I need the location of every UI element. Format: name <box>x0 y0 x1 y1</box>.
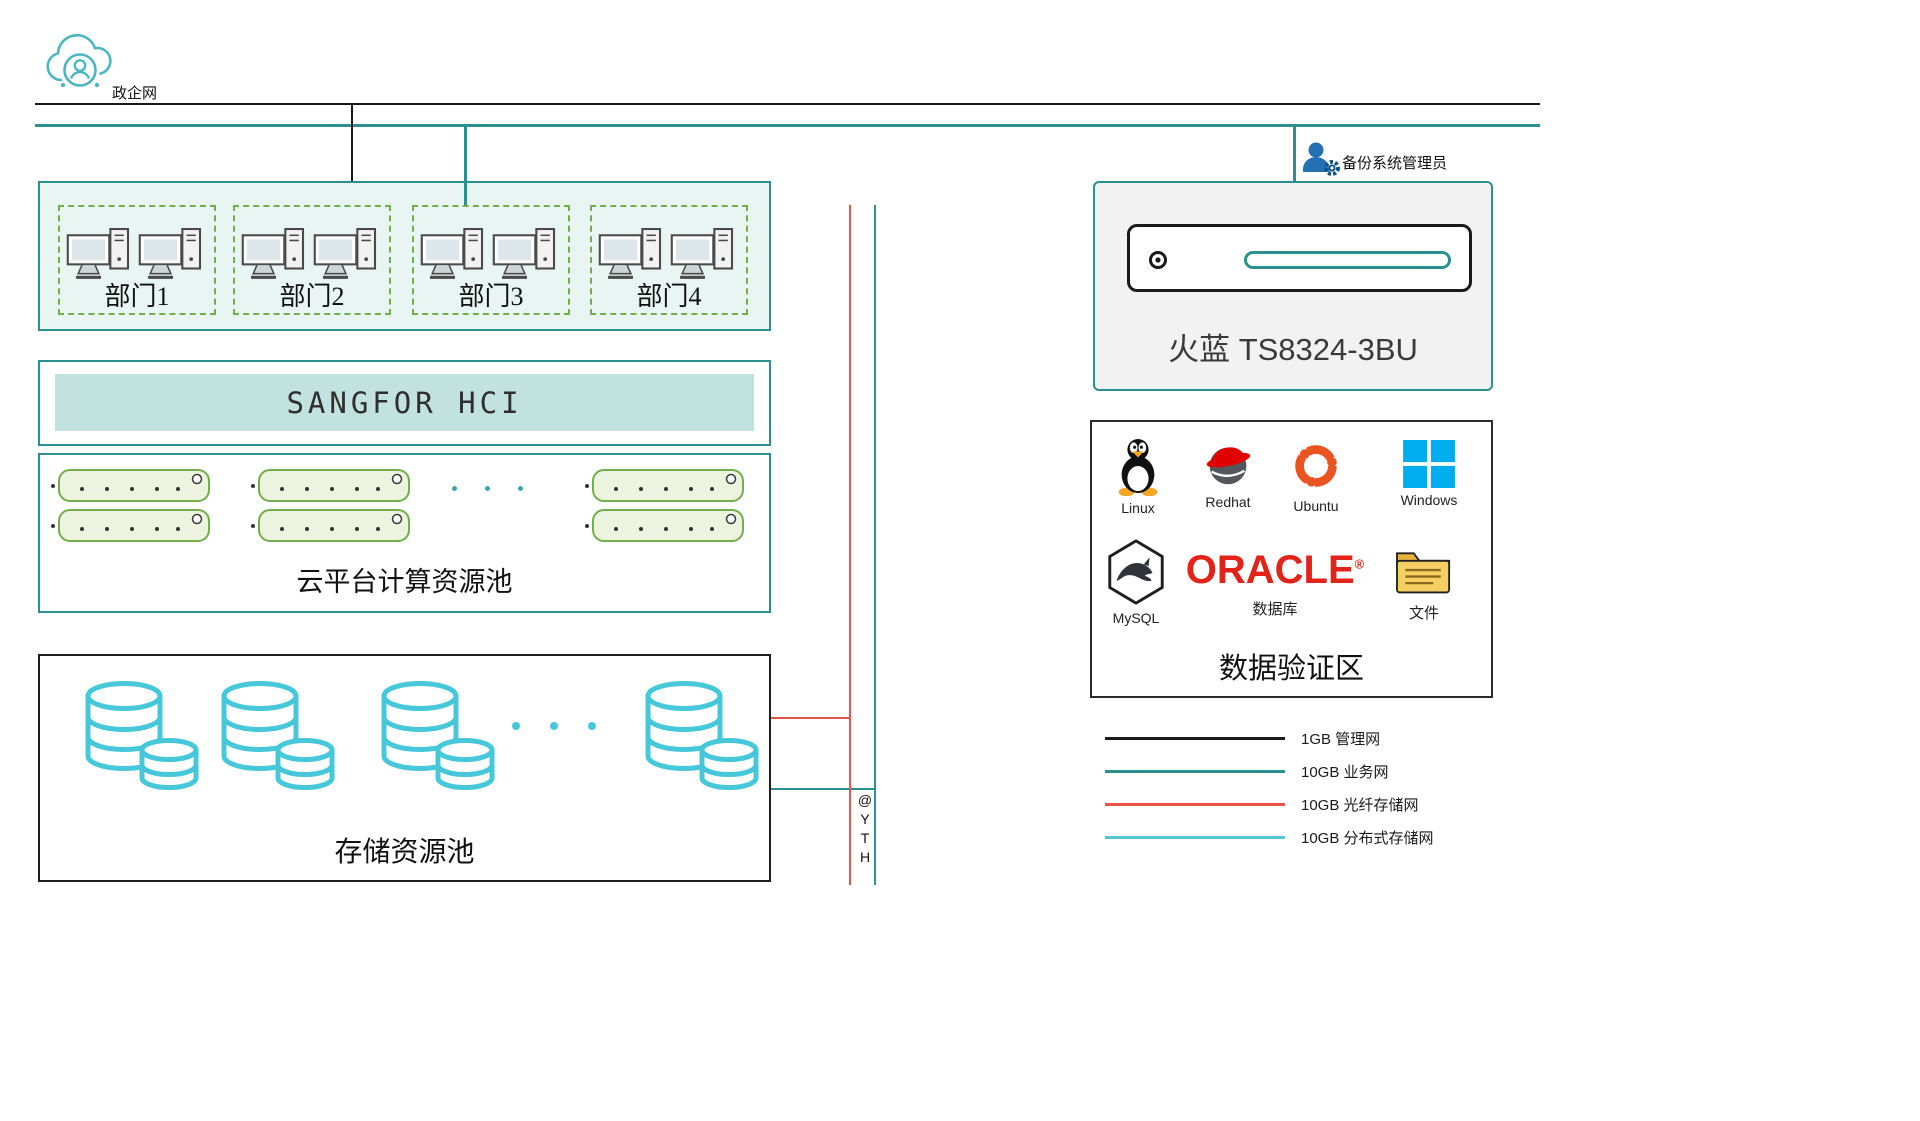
management-drop-line <box>351 105 353 182</box>
trunk-label: @YTH <box>851 792 873 868</box>
management-network-line <box>35 103 1540 105</box>
legend-label: 1GB 管理网 <box>1301 731 1381 748</box>
oracle-logo: ORACLE® <box>1186 550 1364 590</box>
department-computers <box>420 228 562 282</box>
department-box-2: 部门2 <box>233 205 391 315</box>
legend-label: 10GB 光纤存储网 <box>1301 797 1419 814</box>
department-label: 部门1 <box>104 281 170 311</box>
sangfor-hci-bar: SANGFOR HCI <box>55 374 754 431</box>
file-label: 文件 <box>1408 605 1439 622</box>
department-label: 部门3 <box>458 281 524 311</box>
ubuntu-label: Ubuntu <box>1293 498 1339 514</box>
department-label: 部门4 <box>636 281 702 311</box>
department-label: 部门2 <box>279 281 345 311</box>
verification-item-ubuntu: Ubuntu <box>1282 438 1350 514</box>
drive-slot <box>1244 251 1451 269</box>
server-icon <box>584 466 752 506</box>
backup-admin-icon <box>1303 142 1340 176</box>
department-box-4: 部门4 <box>590 205 748 315</box>
windows-label: Windows <box>1400 492 1458 508</box>
legend-label: 10GB 业务网 <box>1301 764 1389 781</box>
sangfor-hci-label: SANGFOR HCI <box>286 385 523 420</box>
legend-item-distributed-storage: 10GB 分布式存储网 <box>1105 821 1434 854</box>
backup-appliance-device <box>1127 224 1472 292</box>
database-icon <box>372 676 496 794</box>
redhat-icon <box>1206 447 1251 485</box>
enterprise-cloud-icon <box>46 33 112 88</box>
department-computers <box>598 228 740 282</box>
server-icon <box>50 506 218 546</box>
storage-pool-label: 存储资源池 <box>334 837 475 868</box>
legend-line-fiber-storage <box>1105 803 1285 806</box>
legend-line-distributed-storage <box>1105 836 1285 839</box>
mysql-label: MySQL <box>1112 610 1160 626</box>
department-computers <box>241 228 383 282</box>
computer-icon <box>241 228 311 282</box>
computer-icon <box>420 228 490 282</box>
oracle-logo-text: ORACLE <box>1185 548 1355 592</box>
verification-item-file: 文件 <box>1388 544 1460 623</box>
department-computers <box>66 228 208 282</box>
computer-icon <box>598 228 668 282</box>
redhat-label: Redhat <box>1205 494 1251 510</box>
windows-icon <box>1403 440 1455 488</box>
compute-pool-label: 云平台计算资源池 <box>296 567 513 597</box>
storage-network-connector <box>771 788 874 790</box>
server-icon <box>50 466 218 506</box>
power-knob-icon <box>1149 251 1167 269</box>
linux-icon <box>1118 439 1158 496</box>
verification-item-windows: Windows <box>1392 440 1466 508</box>
computer-icon <box>138 228 208 282</box>
storage-ellipsis <box>512 722 596 730</box>
database-icon <box>636 676 760 794</box>
backup-appliance-box <box>1093 181 1493 391</box>
business-drop-line-left <box>464 127 467 207</box>
enterprise-cloud-label: 政企网 <box>112 85 158 102</box>
computer-icon <box>66 228 136 282</box>
legend-line-management <box>1105 737 1285 740</box>
compute-ellipsis <box>452 486 523 491</box>
computer-icon <box>670 228 740 282</box>
computer-icon <box>313 228 383 282</box>
verification-item-linux: Linux <box>1106 436 1170 516</box>
server-icon <box>250 506 418 546</box>
legend-label: 10GB 分布式存储网 <box>1301 830 1434 847</box>
department-box-3: 部门3 <box>412 205 570 315</box>
verification-item-redhat: Redhat <box>1194 438 1262 510</box>
server-icon <box>584 506 752 546</box>
oracle-db-label: 数据库 <box>1252 601 1298 618</box>
verification-label: 数据验证区 <box>1218 653 1364 685</box>
computer-icon <box>492 228 562 282</box>
database-icon <box>212 676 336 794</box>
verification-item-mysql: MySQL <box>1100 538 1172 626</box>
legend-item-business: 10GB 业务网 <box>1105 755 1434 788</box>
fiber-storage-connector <box>771 717 849 719</box>
legend-line-business <box>1105 770 1285 773</box>
legend-item-management: 1GB 管理网 <box>1105 722 1434 755</box>
mysql-icon <box>1108 539 1164 605</box>
backup-appliance-label: 火蓝 TS8324-3BU <box>1168 332 1418 367</box>
linux-label: Linux <box>1121 500 1155 516</box>
department-box-1: 部门1 <box>58 205 216 315</box>
oracle-reg-mark: ® <box>1354 556 1365 572</box>
fiber-storage-vertical-line <box>849 205 851 885</box>
business-network-line <box>35 124 1540 127</box>
backup-admin-label: 备份系统管理员 <box>1342 155 1448 172</box>
business-drop-line-right <box>1293 127 1296 183</box>
server-icon <box>250 466 418 506</box>
ubuntu-icon <box>1295 445 1337 487</box>
teal-vertical-line <box>874 205 876 885</box>
legend-item-fiber-storage: 10GB 光纤存储网 <box>1105 788 1434 821</box>
database-icon <box>76 676 200 794</box>
verification-item-oracle: ORACLE® 数据库 <box>1182 550 1368 619</box>
legend: 1GB 管理网 10GB 业务网 10GB 光纤存储网 10GB 分布式存储网 <box>1105 722 1434 854</box>
folder-icon <box>1396 552 1451 594</box>
